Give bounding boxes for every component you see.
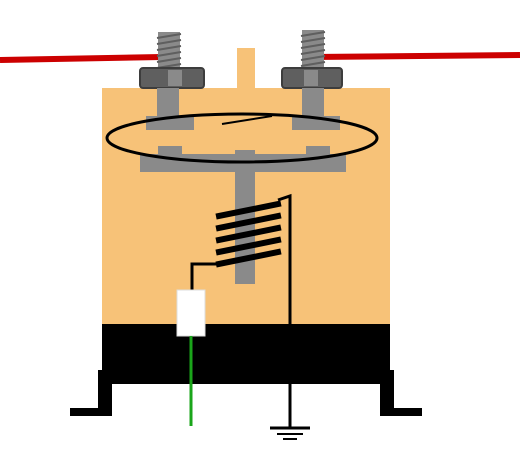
- coil-lead-left: [190, 262, 219, 292]
- ground-symbol: [270, 426, 310, 440]
- terminal-left: [139, 32, 205, 130]
- terminal-right-post: [302, 88, 324, 118]
- plunger: [235, 150, 255, 284]
- right-foot-flange: [380, 408, 422, 416]
- terminal-left-post: [157, 88, 179, 118]
- top-tab: [237, 48, 255, 90]
- right-foot: [380, 370, 394, 416]
- coil: [215, 200, 282, 268]
- supply-wire-left: [0, 54, 163, 63]
- supply-wire-right: [311, 52, 520, 60]
- terminal-right-threads: [300, 31, 326, 67]
- left-foot-flange: [70, 408, 112, 416]
- contact-disc: [105, 112, 379, 164]
- terminal-right: [281, 30, 343, 130]
- base: [70, 324, 422, 416]
- contact-disc-highlight: [221, 115, 273, 125]
- coil-lead-right: [277, 193, 292, 328]
- signal-switch: [176, 289, 206, 337]
- left-foot: [98, 370, 112, 416]
